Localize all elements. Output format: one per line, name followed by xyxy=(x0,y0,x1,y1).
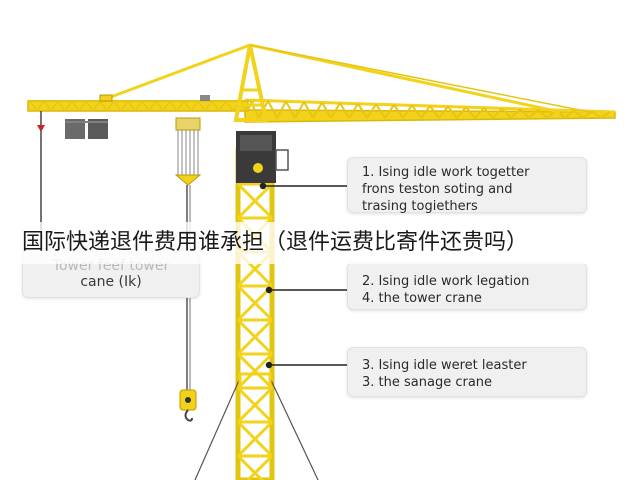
callout-3-line-1: 3. Ising idle weret leaster xyxy=(362,358,527,373)
callout-1: 1. Ising idle work togetter frons teston… xyxy=(347,157,587,214)
callout-leaders xyxy=(259,182,348,369)
overlay-title: 国际快递退件费用谁承担（退件运费比寄件还贵吗） xyxy=(0,222,640,264)
tower-apex xyxy=(99,43,591,122)
guy-cables xyxy=(194,377,319,480)
crane-jib xyxy=(244,98,616,123)
counter-jib-machinery xyxy=(99,94,210,102)
hook-cable xyxy=(179,185,197,422)
callout-2: 2. Ising idle work legation 4. the tower… xyxy=(347,262,587,310)
climbing-frame xyxy=(238,372,272,390)
callout-1-line-1: 1. Ising idle work togetter xyxy=(362,165,530,180)
callout-2-line-1: 2. Ising idle work legation xyxy=(362,274,530,289)
counterweights xyxy=(65,119,108,139)
trolley-hook-left xyxy=(174,117,202,186)
callout-2-line-2: 4. the tower crane xyxy=(362,291,482,306)
counter-jib xyxy=(27,100,255,112)
counter-jib-marker xyxy=(37,111,45,230)
operator-cab xyxy=(236,131,289,183)
crane-mast xyxy=(235,147,275,480)
callout-3-line-2: 3. the sanage crane xyxy=(362,375,493,390)
tower-crane-label-line-2: cane (Ik) xyxy=(80,274,142,290)
callout-1-line-2: frons teston soting and xyxy=(362,182,513,197)
callout-1-line-3: trasing togiethers xyxy=(362,199,478,214)
callout-3: 3. Ising idle weret leaster 3. the sanag… xyxy=(347,347,587,397)
